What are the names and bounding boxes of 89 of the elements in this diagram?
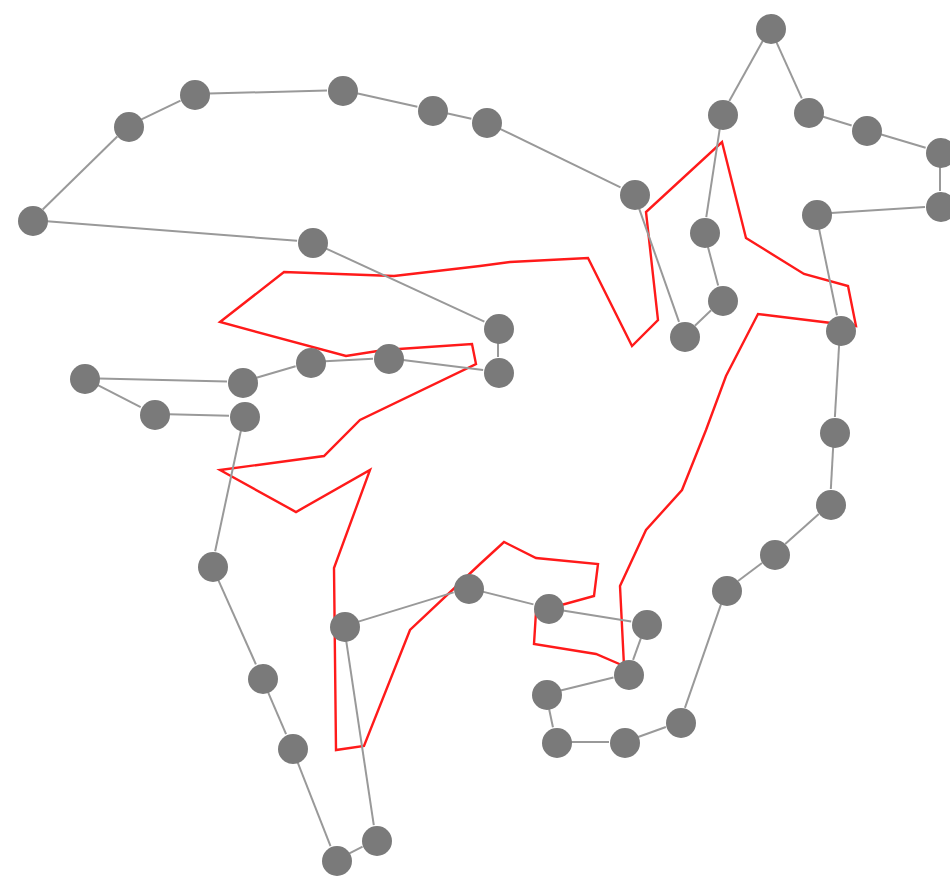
dot-node [453, 573, 483, 603]
dot-node [483, 313, 513, 343]
dot-node [613, 659, 643, 689]
dot-node [689, 217, 719, 247]
connector-line [737, 562, 763, 582]
connector-line [693, 309, 713, 327]
dot-node [277, 733, 307, 763]
dot-node [819, 417, 849, 447]
connector-line [829, 446, 835, 490]
dot-node [851, 115, 881, 145]
connector-line [939, 166, 941, 192]
connector-line [214, 429, 242, 553]
connector-line [324, 357, 374, 363]
connector-line [41, 135, 119, 211]
connector-line [706, 245, 720, 287]
connector-line [266, 690, 288, 736]
connector-line [401, 358, 485, 372]
dot-node [229, 401, 259, 431]
dot-node [631, 609, 661, 639]
connector-line [632, 637, 642, 661]
connector-line [548, 707, 554, 729]
connector-line [829, 205, 927, 215]
connector-line [255, 365, 297, 379]
connector-line [879, 133, 927, 149]
dot-node [483, 357, 513, 387]
dot-node [793, 97, 823, 127]
connector-line [705, 127, 721, 219]
dot-node [69, 363, 99, 393]
connector-line [445, 112, 473, 120]
connector-line [818, 227, 838, 317]
dot-node [925, 137, 950, 167]
connector-line [140, 99, 182, 121]
dot-node [755, 13, 785, 43]
dot-node [227, 367, 257, 397]
dot-node [139, 399, 169, 429]
connector-line [345, 639, 375, 827]
connector-line [481, 590, 535, 606]
connector-line [355, 92, 419, 108]
connector-line [559, 676, 615, 692]
dot-node [417, 95, 447, 125]
dot-node [471, 107, 501, 137]
connector-line [217, 578, 257, 666]
dot-node [801, 199, 831, 229]
dot-node [297, 227, 327, 257]
connector-line [208, 89, 328, 95]
connector-line [784, 513, 820, 545]
connector-line [357, 591, 455, 623]
dot-node [197, 551, 227, 581]
dot-node [329, 611, 359, 641]
connector-line [821, 115, 853, 127]
dot-node [925, 191, 950, 221]
dot-node [373, 343, 403, 373]
dot-node [295, 347, 325, 377]
connector-line [497, 342, 499, 358]
dot-node [247, 663, 277, 693]
connector-line [775, 40, 803, 100]
dot-node [361, 825, 391, 855]
connector-line [296, 760, 332, 848]
dot-node [665, 707, 695, 737]
dot-node [321, 845, 351, 875]
connector-line [45, 220, 299, 242]
dot-node [113, 111, 143, 141]
dot-node [619, 179, 649, 209]
dot-node [707, 285, 737, 315]
dot-node [609, 727, 639, 757]
connector-line [98, 377, 228, 383]
dot-node [327, 75, 357, 105]
connector-line [638, 207, 680, 323]
dot-node [711, 575, 741, 605]
dot-node [707, 99, 737, 129]
dot-node [669, 321, 699, 351]
connector-line [168, 413, 230, 417]
dot-node [815, 489, 845, 519]
connector-line [96, 383, 142, 409]
dot-node [179, 79, 209, 109]
connector-line [570, 741, 610, 743]
dot-node [17, 205, 47, 235]
connector-line [683, 603, 723, 709]
connector-line [637, 726, 667, 738]
dot-node [759, 539, 789, 569]
connector-line [728, 40, 764, 102]
connector-line [833, 343, 841, 419]
dot-node [531, 679, 561, 709]
dot-node [825, 315, 855, 345]
dot-node [533, 593, 563, 623]
connector-line [324, 247, 486, 323]
connector-line [561, 609, 633, 623]
connector-line [498, 127, 622, 189]
dot-node [541, 727, 571, 757]
